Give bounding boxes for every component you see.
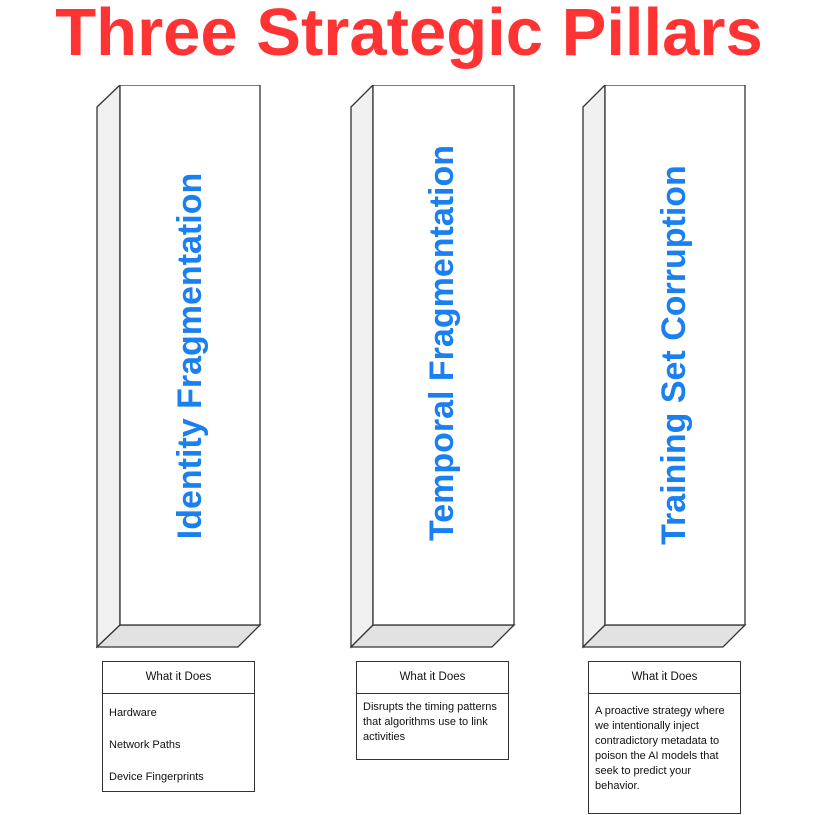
info-box-header: What it Does <box>357 662 508 694</box>
list-item: Device Fingerprints <box>109 771 204 783</box>
pillar-label: Temporal Fragmentation <box>423 144 461 542</box>
pillar-training-set-corruption: Training Set Corruption <box>582 85 752 649</box>
list-item: Network Paths <box>109 739 181 751</box>
list-item: Hardware <box>109 707 157 719</box>
pillar-3d-shape <box>96 85 262 649</box>
info-box-text: A proactive strategy where we intentiona… <box>595 705 725 792</box>
pillar-identity-fragmentation: Identity Fragmentation <box>96 85 266 649</box>
info-box-header: What it Does <box>589 662 740 694</box>
diagram-title: Three Strategic Pillars <box>55 0 763 70</box>
info-box-list: Hardware Network Paths Device Fingerprin… <box>103 694 254 795</box>
info-box-header: What it Does <box>103 662 254 694</box>
pillar-3d-shape <box>350 85 516 649</box>
info-box-training: What it Does A proactive strategy where … <box>588 661 741 814</box>
pillar-3d-shape <box>582 85 747 649</box>
pillar-label: Identity Fragmentation <box>171 172 209 540</box>
info-box-identity: What it Does Hardware Network Paths Devi… <box>102 661 255 792</box>
info-box-temporal: What it Does Disrupts the timing pattern… <box>356 661 509 760</box>
pillar-temporal-fragmentation: Temporal Fragmentation <box>350 85 520 649</box>
pillar-label: Training Set Corruption <box>655 165 693 545</box>
info-box-text: Disrupts the timing patterns that algori… <box>363 701 497 743</box>
